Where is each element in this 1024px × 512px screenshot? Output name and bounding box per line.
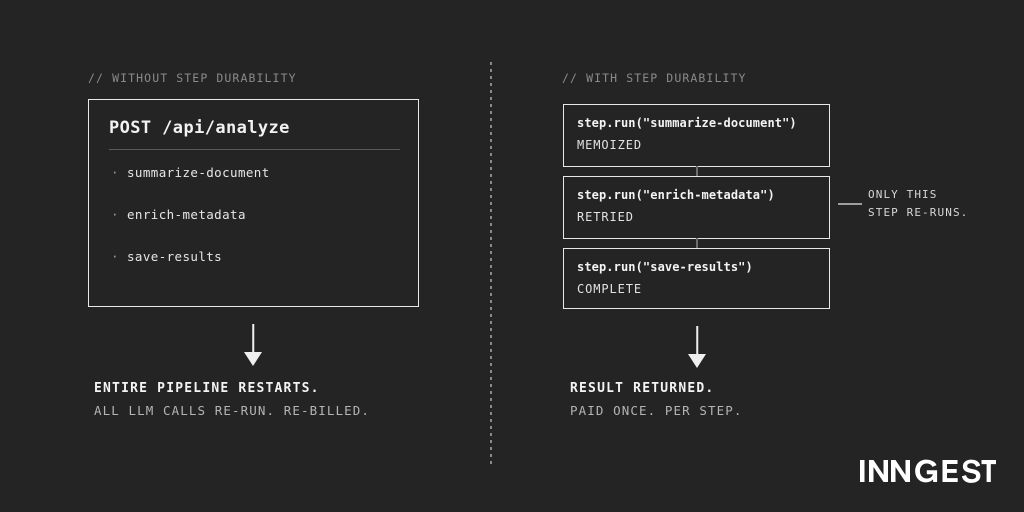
arrow-stem — [696, 326, 698, 356]
step-call-label: step.run("enrich-metadata") — [577, 188, 775, 202]
monolith-step-label: save-results — [127, 249, 223, 264]
left-outcome: ENTIRE PIPELINE RESTARTS. ALL LLM CALLS … — [94, 381, 370, 418]
right-outcome: RESULT RETURNED. PAID ONCE. PER STEP. — [570, 381, 743, 418]
right-outcome-sub: PAID ONCE. PER STEP. — [570, 403, 743, 418]
callout-line-1: ONLY THIS — [868, 188, 938, 201]
arrow-head — [244, 352, 262, 366]
step-connector — [696, 238, 698, 249]
callout-line-2: STEP RE-RUNS. — [868, 206, 969, 219]
step-status-badge: RETRIED — [577, 210, 634, 224]
callout-leader-line — [838, 203, 862, 205]
left-outcome-headline: ENTIRE PIPELINE RESTARTS. — [94, 381, 320, 396]
endpoint-title: POST /api/analyze — [109, 118, 290, 138]
inngest-wordmark-icon — [860, 459, 996, 483]
callout-annotation: ONLY THIS STEP RE-RUNS. — [868, 186, 968, 222]
title-divider-rule — [109, 149, 400, 150]
step-call-label: step.run("save-results") — [577, 260, 753, 274]
bullet-icon: · — [111, 165, 119, 180]
monolith-step-item: · summarize-document — [111, 165, 270, 180]
down-arrow-icon — [244, 324, 262, 368]
monolith-step-item: · save-results — [111, 249, 222, 264]
right-outcome-headline: RESULT RETURNED. — [570, 381, 715, 396]
bullet-icon: · — [111, 207, 119, 222]
bullet-icon: · — [111, 249, 119, 264]
durable-step-box: step.run("enrich-metadata") RETRIED — [563, 176, 830, 239]
step-call-label: step.run("summarize-document") — [577, 116, 797, 130]
monolith-step-item: · enrich-metadata — [111, 207, 246, 222]
step-connector — [696, 166, 698, 177]
arrow-head — [688, 354, 706, 368]
durable-step-box: step.run("save-results") COMPLETE — [563, 248, 830, 309]
durable-step-box: step.run("summarize-document") MEMOIZED — [563, 104, 830, 167]
step-status-badge: MEMOIZED — [577, 138, 642, 152]
step-status-badge: COMPLETE — [577, 282, 642, 296]
inngest-logo — [860, 458, 996, 484]
right-column-comment: // WITH STEP DURABILITY — [562, 71, 747, 85]
arrow-stem — [252, 324, 254, 354]
down-arrow-icon — [688, 326, 706, 370]
monolith-endpoint-box: POST /api/analyze · summarize-document · e… — [88, 99, 419, 307]
dotted-divider — [490, 62, 492, 464]
monolith-step-label: enrich-metadata — [127, 207, 246, 222]
left-outcome-sub: ALL LLM CALLS RE-RUN. RE-BILLED. — [94, 403, 371, 418]
monolith-step-label: summarize-document — [127, 165, 270, 180]
left-column-comment: // WITHOUT STEP DURABILITY — [88, 71, 297, 85]
